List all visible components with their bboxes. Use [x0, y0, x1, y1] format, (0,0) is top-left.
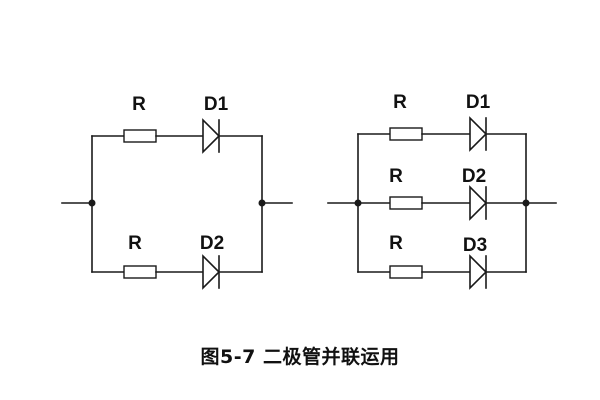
diode-label: D1	[204, 94, 229, 115]
diode-label: D2	[200, 233, 224, 254]
resistor	[389, 265, 423, 279]
resistor-label: R	[389, 233, 403, 254]
resistor-label: R	[128, 233, 142, 254]
resistor	[123, 265, 157, 279]
diode-triangle	[202, 118, 221, 154]
right-circuit: R D1 R D2 R	[327, 92, 557, 290]
left-branch-1: R D1	[91, 94, 263, 154]
left-junction-node-a	[88, 199, 96, 207]
right-branch-3: R D3	[357, 233, 527, 290]
diode-triangle	[469, 185, 488, 221]
right-branch-1: R D1	[357, 92, 527, 152]
resistor-label: R	[393, 92, 407, 113]
diode-label: D2	[462, 166, 486, 187]
diode-triangle	[202, 254, 221, 290]
resistor-label: R	[132, 94, 146, 115]
resistor-label: R	[389, 166, 403, 187]
diode-label: D1	[466, 92, 491, 113]
right-branch-2: R D2	[357, 166, 527, 221]
diode-triangle	[469, 254, 488, 290]
left-junction-node-b	[258, 199, 266, 207]
left-branch-2: R D2	[91, 233, 263, 290]
resistor	[123, 129, 157, 143]
resistor	[389, 196, 423, 210]
resistor	[389, 127, 423, 141]
diode-label: D3	[463, 235, 487, 256]
figure-caption: 图5-7 二极管并联运用	[200, 346, 400, 368]
left-circuit: R D1 R D2	[61, 94, 293, 290]
diode-triangle	[469, 116, 488, 152]
